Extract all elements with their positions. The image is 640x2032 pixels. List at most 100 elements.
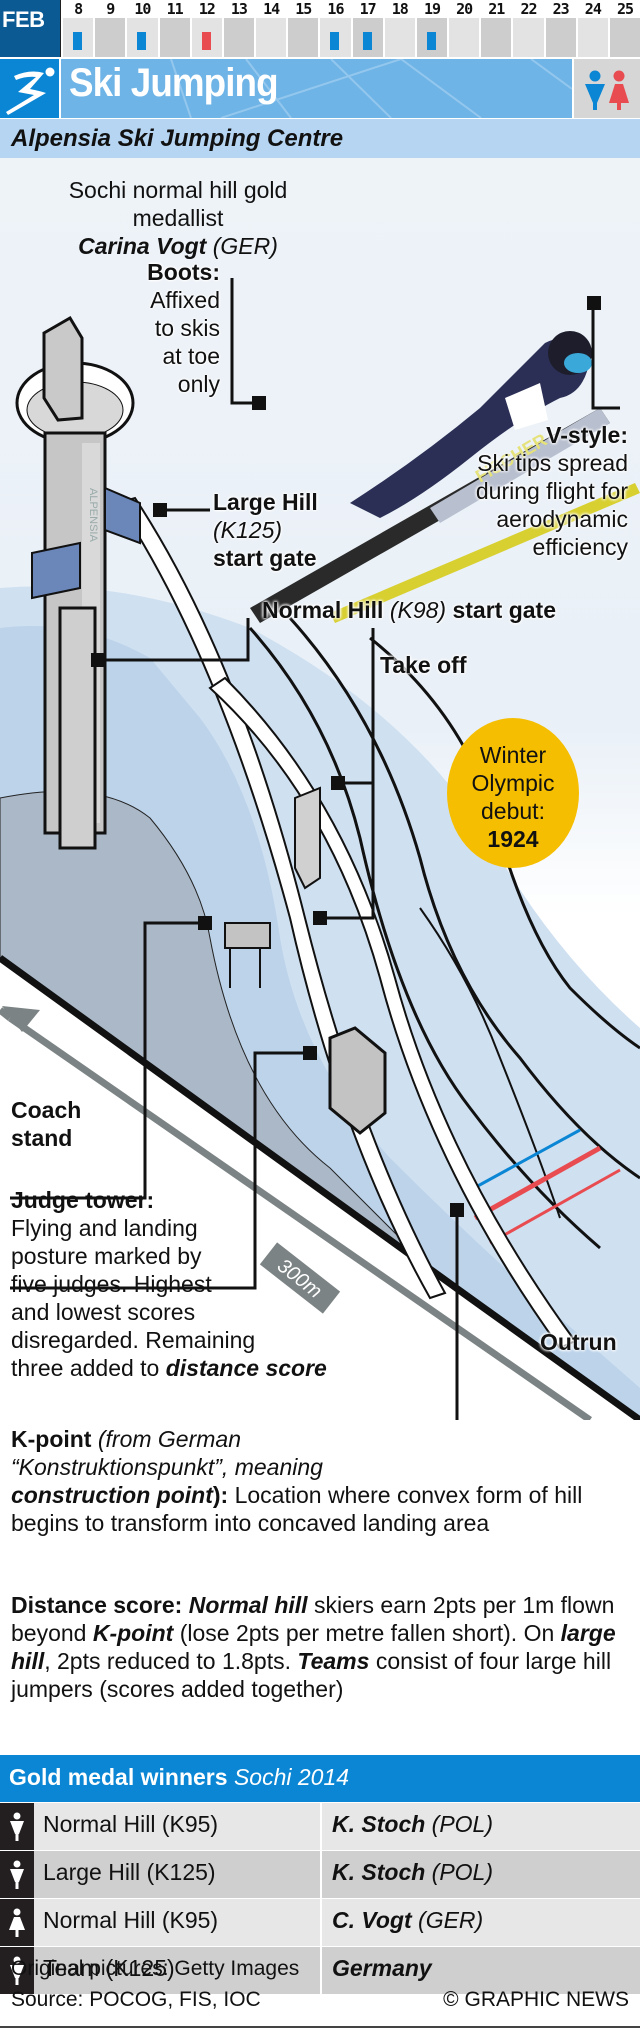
calendar-day-cell [95,18,126,57]
winner-name: K. Stoch [332,1811,426,1837]
kpoint-desc: Location where convex form of hill begin… [11,1482,583,1536]
gold-medal-subtitle: Sochi 2014 [233,1764,350,1790]
judge-line: and lowest scores [11,1299,196,1325]
men-event-marker [330,32,340,50]
calendar-day: 11 [157,0,190,57]
kpoint-german: “Konstruktionspunkt”, meaning [11,1454,323,1480]
tower-text: ALPENSIA [87,488,99,542]
male-icon [585,70,605,110]
calendar-day-cell [256,18,287,57]
debut-line: Olympic [471,770,555,796]
judge-tower-callout: Judge tower: Flying and landing posture … [11,1186,411,1382]
medallist-country: (GER) [212,233,278,259]
ds-p4: Teams [297,1648,370,1674]
calendar-day-number: 15 [288,0,319,18]
calendar-day-number: 10 [127,0,158,18]
table-row: Large Hill (K125)K. Stoch (POL) [0,1850,640,1898]
winner-name: C. Vogt [332,1907,412,1933]
calendar-day-cell [513,18,544,57]
large-hill-suffix: start gate [213,545,317,571]
medallist-caption: Sochi normal hill gold medallist Carina … [28,176,328,260]
calendar-day-number: 24 [577,0,608,18]
male-icon [0,1803,34,1850]
calendar-day: 15 [286,0,319,57]
ski-jumper: FISCHER [250,331,640,623]
calendar-day-number: 9 [95,0,126,18]
event-cell: Large Hill (K125) [34,1851,320,1898]
event-cell: Team (K125) [34,1947,320,1994]
calendar-day: 17 [350,0,383,57]
gold-medal-title: Gold medal winners [9,1764,228,1790]
men-event-marker [137,32,147,50]
winner-cell: K. Stoch (POL) [320,1803,640,1850]
calendar-day: 16 [318,0,351,57]
calendar-day-cell [481,18,512,57]
large-hill-callout: Large Hill (K125) start gate [213,488,318,572]
calendar-day-number: 16 [320,0,351,18]
female-icon [0,1899,34,1946]
kpoint-term: K-point [11,1426,92,1452]
calendar-day-number: 21 [481,0,512,18]
event-cell: Normal Hill (K95) [34,1803,320,1850]
calendar-day: 25 [607,0,640,57]
judge-line: five judges. Highest [11,1271,212,1297]
calendar-day: 18 [382,0,415,57]
table-row: Normal Hill (K95)K. Stoch (POL) [0,1802,640,1850]
calendar-day-cell [577,18,608,57]
vstyle-line: Ski tips spread [477,450,628,476]
calendar-day-number: 12 [191,0,222,18]
vstyle-callout: V-style: Ski tips spread during flight f… [420,421,628,561]
calendar-day-cell [320,18,351,57]
men-event-marker [73,32,83,50]
title-panel: Ski Jumping [61,59,572,118]
ds-p1: Normal hill [188,1592,308,1618]
boots-title: Boots: [147,259,220,285]
calendar-day-number: 25 [609,0,640,18]
gender-icons [574,59,640,118]
calendar-day-cell [449,18,480,57]
boots-line: Affixed [150,287,220,313]
men-event-marker [362,32,372,50]
title-bar: Ski Jumping [0,57,640,118]
medallist-name: Carina Vogt [78,233,207,259]
winner-cell: K. Stoch (POL) [320,1851,640,1898]
judge-line: disregarded. Remaining [11,1327,256,1353]
calendar-day-number: 11 [159,0,190,18]
month-label: FEB [0,0,60,57]
graphic-news-credit: © GRAPHIC NEWS [443,1988,629,2011]
calendar-day-number: 20 [449,0,480,18]
calendar-day-number: 17 [352,0,383,18]
calendar-day-cell [223,18,255,57]
ds-t1: skiers earn 2pts per 1m flown beyond [11,1592,615,1646]
calendar-day: 20 [447,0,480,57]
judge-last-em: distance score [165,1355,327,1381]
inruns [116,496,577,1350]
event-cell: Normal Hill (K95) [34,1899,320,1946]
source-credit: Source: POCOG, FIS, IOC [11,1988,261,2011]
boots-line: only [177,371,220,397]
normal-hill-callout: Normal Hill (K98) start gate [262,596,556,624]
normal-hill-suffix: start gate [452,597,556,623]
male-icon [0,1947,34,1994]
coach-stand-line: stand [11,1125,73,1151]
gold-medal-rows: Normal Hill (K95)K. Stoch (POL)Large Hil… [0,1802,640,1994]
boots-callout: Boots: Affixed to skis at toe only [100,258,220,398]
calendar-day-cell [288,18,319,57]
calendar-day-number: 14 [256,0,287,18]
calendar-day-cell [63,18,94,57]
judge-tower [328,1026,387,1135]
calendar-day-cell [191,18,222,57]
calendar-day: 24 [575,0,608,57]
calendar-day-cell [545,18,576,57]
distance-score-description: Distance score: Normal hill skiers earn … [11,1591,621,1703]
ski-jumper-pictogram-icon [0,59,59,118]
table-row: Normal Hill (K95)C. Vogt (GER) [0,1898,640,1946]
kpoint-description: K-point (from German “Konstruktionspunkt… [11,1425,631,1537]
winner-name: K. Stoch [332,1859,426,1885]
calendar-day: 22 [511,0,544,57]
large-hill-name: Large Hill [213,489,318,515]
gold-medal-table: Gold medal winners Sochi 2014 Normal Hil… [0,1755,640,1994]
take-off-label: Take off [380,652,467,678]
boots-line: to skis [154,315,220,341]
ds-p3: large hill [11,1620,616,1674]
